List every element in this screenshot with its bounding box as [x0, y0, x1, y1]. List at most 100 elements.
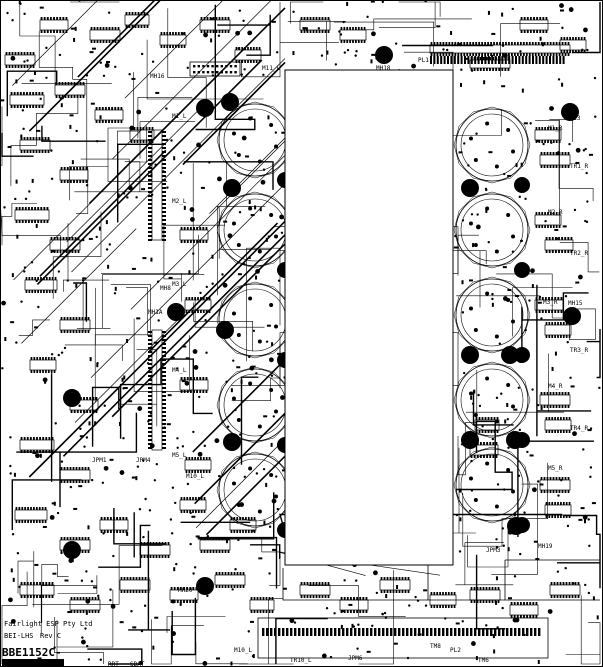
- ic-pin: [185, 310, 188, 313]
- ic-pin: [162, 211, 166, 213]
- ic-pin: [473, 68, 476, 71]
- ic-pin: [535, 297, 538, 300]
- ring-pin: [236, 242, 241, 247]
- ic-pin: [550, 582, 553, 585]
- via: [54, 422, 57, 425]
- ic-pin: [196, 377, 199, 380]
- ic-pin: [139, 140, 142, 143]
- ic-pin: [486, 68, 488, 71]
- ic-pin: [538, 225, 541, 228]
- smd-pad: [98, 226, 101, 231]
- trace: [66, 102, 207, 243]
- header-pin: [414, 628, 417, 636]
- ic-pin: [479, 455, 482, 458]
- ic-pin: [200, 550, 203, 553]
- ic-pin: [567, 250, 570, 253]
- smd-pad: [105, 220, 108, 225]
- ic-pin: [218, 17, 221, 20]
- ic-pin: [48, 290, 51, 293]
- header-pin: [306, 628, 309, 636]
- ic-pin: [197, 457, 199, 460]
- header-pin: [487, 56, 490, 64]
- ic-pin: [448, 42, 451, 45]
- ic-pin: [549, 405, 552, 408]
- ic-pin: [200, 537, 203, 540]
- ic-pin: [148, 195, 152, 197]
- via: [192, 572, 195, 575]
- trace: [580, 595, 601, 665]
- ic-pin: [537, 42, 540, 45]
- header-pin: [270, 628, 273, 636]
- ic-pin: [54, 277, 57, 280]
- ic-pin: [40, 290, 42, 293]
- smd-pad: [507, 288, 512, 291]
- ic-pin: [519, 602, 522, 605]
- trace: [192, 359, 286, 453]
- ic-pin: [92, 410, 95, 413]
- ic-pin: [96, 40, 99, 43]
- ic-pin: [24, 507, 27, 510]
- ic-pin: [306, 30, 309, 33]
- ic-pin: [175, 32, 177, 35]
- smd-pad: [485, 208, 488, 213]
- header-pin: [511, 56, 514, 64]
- ic-pin: [565, 515, 568, 518]
- ic-pin: [162, 131, 166, 133]
- ic-pin: [26, 105, 28, 108]
- ic-pin: [309, 582, 312, 585]
- ic-pin: [81, 467, 84, 470]
- via: [99, 658, 103, 661]
- label-right: M2_R: [548, 209, 563, 216]
- connector-ring-inner: [460, 113, 524, 177]
- header-pin: [366, 628, 369, 636]
- ic-pin: [186, 587, 189, 590]
- ic-pin: [170, 587, 173, 590]
- ic-pin: [158, 542, 161, 545]
- label-bottom: TM6: [478, 657, 489, 664]
- ring-pin: [274, 324, 279, 329]
- via: [463, 142, 466, 145]
- header-pin: [197, 65, 200, 68]
- ic-pin: [98, 120, 101, 123]
- ic-pin: [95, 107, 98, 110]
- ic-pin: [148, 387, 152, 389]
- ic-pin: [262, 597, 265, 600]
- label-right: M5_R: [548, 465, 563, 472]
- smd-pad: [131, 476, 136, 479]
- smd-pad: [458, 151, 463, 154]
- header-pin: [532, 56, 534, 64]
- ic-pin: [555, 405, 558, 408]
- ic-pin: [541, 140, 544, 143]
- ic-pin: [108, 107, 110, 110]
- ic-pin: [162, 155, 166, 157]
- ic-pin: [236, 530, 239, 533]
- ic-pin: [43, 30, 46, 33]
- ic-pin: [523, 17, 526, 20]
- label-bottom: RRT: [108, 661, 119, 667]
- panel-line: [504, 559, 600, 600]
- ic-pin: [27, 520, 29, 523]
- smd-pad: [34, 563, 39, 566]
- trace: [241, 2, 339, 78]
- ic-pin: [23, 595, 26, 598]
- ic-pin: [82, 610, 85, 613]
- smd-pad: [250, 214, 255, 217]
- ic-pin: [300, 17, 303, 20]
- ic-pin: [215, 17, 218, 20]
- ic-pin: [256, 597, 259, 600]
- via: [247, 630, 250, 633]
- ic-pin: [119, 530, 122, 533]
- via: [371, 624, 374, 627]
- via: [129, 125, 135, 131]
- via: [175, 562, 178, 566]
- ic-pin: [196, 240, 199, 243]
- ic-pin: [27, 507, 29, 510]
- ic-pin: [29, 437, 32, 440]
- ic-pin: [558, 392, 561, 395]
- header-pin: [434, 628, 437, 636]
- ic-pin: [482, 57, 485, 60]
- header-pin: [515, 56, 517, 64]
- ic-pin: [74, 250, 77, 253]
- ic-pin: [166, 32, 169, 35]
- ic-pin: [535, 615, 538, 618]
